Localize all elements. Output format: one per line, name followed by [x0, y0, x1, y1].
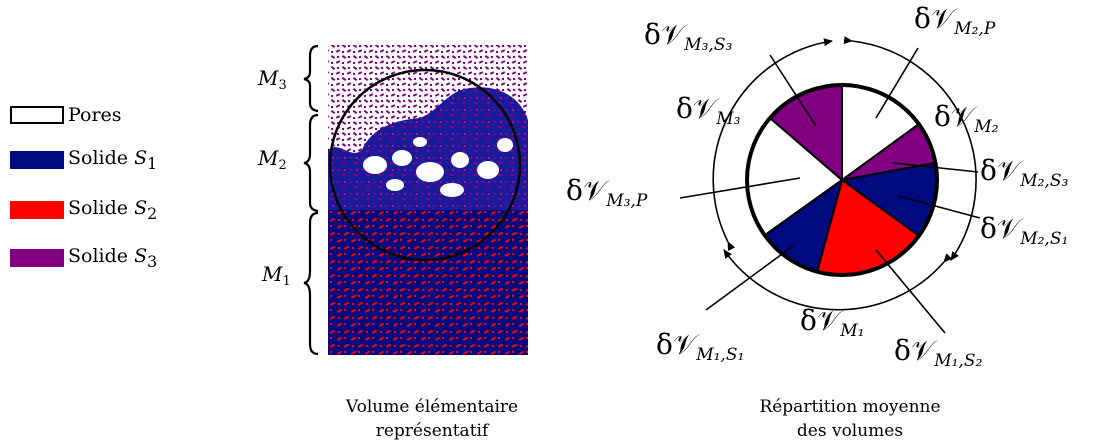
vre-block [328, 45, 528, 355]
pie-outer-arcs [712, 36, 977, 311]
vre-sampling-circle [328, 68, 522, 262]
leader-m2-s3 [892, 162, 979, 173]
vre-caption: Volume élémentaire représentatif [318, 395, 546, 443]
legend-label-solid-s1: Solide S1 [68, 147, 158, 173]
label-dv-m2-p: δ𝒱M₂,P [914, 2, 996, 39]
label-dv-m1-s2: δ𝒱M₁,S₂ [894, 334, 982, 371]
legend-label-pores: Pores [68, 104, 122, 126]
pie-chart [745, 83, 939, 277]
pie-caption-line2: des volumes [796, 421, 904, 441]
label-dv-m1-s1: δ𝒱M₁,S₁ [656, 328, 744, 365]
bracket-m3-label: M3 [257, 66, 287, 93]
legend-swatch-solid-s3 [10, 249, 64, 267]
label-dv-m1: δ𝒱M₁ [800, 304, 864, 341]
leader-m1-s1 [705, 245, 794, 311]
arc-m2 [843, 36, 977, 261]
legend-item-solid-s3: Solide S3 [10, 245, 158, 271]
label-dv-m3-s3: δ𝒱M₃,S₃ [644, 18, 732, 55]
leader-m1-s2 [875, 249, 946, 334]
legend-swatch-solid-s1 [10, 151, 64, 169]
legend-label-solid-s2: Solide S2 [68, 197, 158, 223]
bracket-m2 [303, 113, 319, 213]
vre-brackets [303, 44, 319, 356]
bracket-m1 [303, 211, 319, 356]
vre-m2-solid-aggregates [328, 87, 528, 210]
vre-caption-line1: Volume élémentaire [345, 397, 519, 417]
bracket-m1-label: M1 [261, 262, 291, 289]
pie-caption-line1: Répartition moyenne [759, 397, 941, 417]
legend-label-solid-s3: Solide S3 [68, 245, 158, 271]
leader-m2-s1 [897, 195, 981, 219]
label-dv-m2-s1: δ𝒱M₂,S₁ [980, 212, 1068, 249]
bracket-m3 [303, 44, 319, 113]
legend-item-pores: Pores [10, 104, 122, 126]
pie-leader-lines [679, 47, 981, 334]
vre-caption-line2: représentatif [375, 421, 489, 441]
vre-m2-pores [363, 137, 513, 197]
legend-swatch-solid-s2 [10, 201, 64, 219]
label-dv-m2-s3: δ𝒱M₂,S₃ [980, 154, 1068, 191]
label-dv-m3: δ𝒱M₃ [676, 92, 741, 129]
legend-item-solid-s1: Solide S1 [10, 147, 158, 173]
bracket-m2-label: M2 [257, 146, 287, 173]
legend-swatch-pores [10, 106, 64, 124]
label-dv-m3-p: δ𝒱M₃,P [566, 174, 648, 211]
leader-m2-p [875, 47, 919, 119]
leader-m3-s3 [769, 54, 817, 127]
label-dv-m2: δ𝒱M₂ [934, 100, 999, 137]
arc-m1 [723, 249, 953, 311]
leader-m3-p [679, 177, 801, 199]
arc-m3 [712, 38, 833, 251]
pie-caption: Répartition moyenne des volumes [730, 395, 970, 443]
pie-labels: δ𝒱M₃,S₃ δ𝒱M₂,P δ𝒱M₃ δ𝒱M₂ δ𝒱M₂,S₃ δ𝒱M₃,P … [566, 2, 1068, 371]
legend-item-solid-s2: Solide S2 [10, 197, 158, 223]
